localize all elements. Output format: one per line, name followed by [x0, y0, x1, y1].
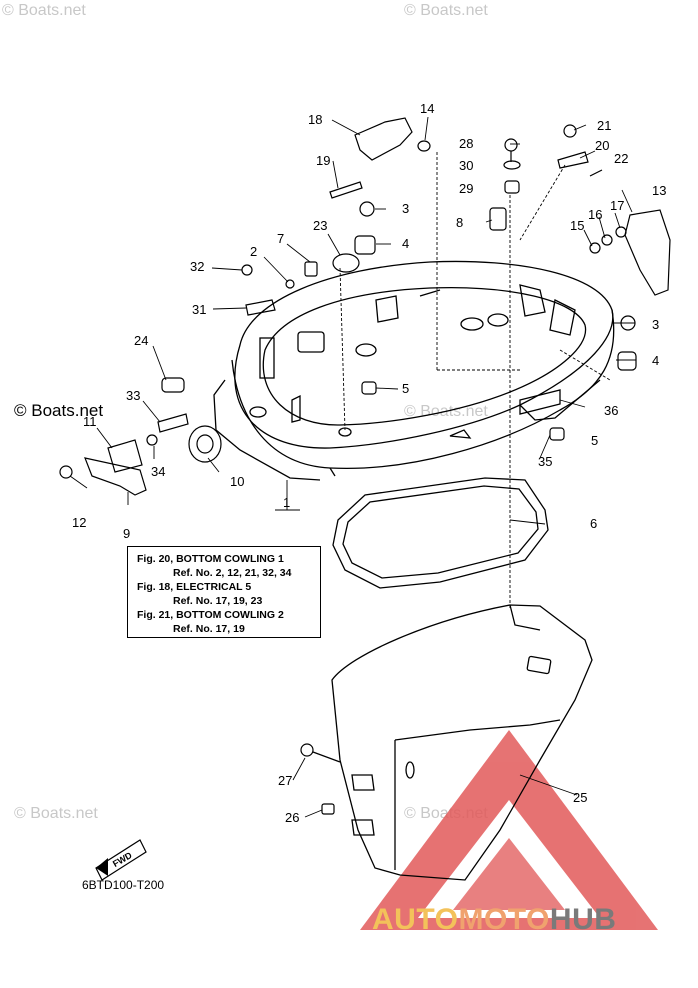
part-number-p21: 21 — [597, 118, 611, 133]
part-number-p4b: 4 — [652, 353, 659, 368]
bottom-cowling-body — [213, 260, 615, 481]
reference-box: Fig. 20, BOTTOM COWLING 1 Ref. No. 2, 12,… — [127, 546, 321, 638]
part-number-p25: 25 — [573, 790, 587, 805]
part-number-p26: 26 — [285, 810, 299, 825]
brand-part-moto: MOTO — [458, 903, 550, 936]
reference-line: Ref. No. 17, 19 — [173, 623, 245, 635]
leader-lines — [69, 116, 636, 818]
watermark-top-center: © Boats.net — [404, 2, 488, 19]
part-number-p16: 16 — [588, 207, 602, 222]
part-number-p35: 35 — [538, 454, 552, 469]
seal-gasket-6 — [332, 477, 549, 589]
reference-line: Ref. No. 2, 12, 21, 32, 34 — [173, 567, 292, 579]
part-number-p20: 20 — [595, 138, 609, 153]
part-number-p5b: 5 — [591, 433, 598, 448]
part-number-p23: 23 — [313, 218, 327, 233]
part-number-p24: 24 — [134, 333, 148, 348]
part-number-p9: 9 — [123, 526, 130, 541]
part-number-p19: 19 — [316, 153, 330, 168]
part-number-p11: 11 — [83, 414, 97, 429]
part-number-p36: 36 — [604, 403, 618, 418]
part-number-p31: 31 — [192, 302, 206, 317]
part-number-p13: 13 — [652, 183, 666, 198]
fwd-arrow-icon: FWD — [95, 839, 147, 881]
part-number-p6: 6 — [590, 516, 597, 531]
part-number-labels: 1233445567891011121314151617181920212223… — [72, 101, 666, 825]
part-number-p14: 14 — [420, 101, 434, 116]
reference-line: Ref. No. 17, 19, 23 — [173, 595, 263, 607]
part-number-p5a: 5 — [402, 381, 409, 396]
reference-line: Fig. 18, ELECTRICAL 5 — [137, 581, 252, 593]
part-number-p27: 27 — [278, 773, 292, 788]
reference-line: Fig. 21, BOTTOM COWLING 2 — [137, 609, 284, 621]
diagram-code: 6BTD100-T200 — [82, 878, 165, 892]
part-number-p7: 7 — [277, 231, 284, 246]
part-number-p12: 12 — [72, 515, 86, 530]
brand-triangle-logo — [360, 730, 658, 930]
part-number-p18: 18 — [308, 112, 322, 127]
part-number-p1: 1 — [283, 495, 290, 510]
part-number-p22: 22 — [614, 151, 628, 166]
part-number-p4a: 4 — [402, 236, 409, 251]
reference-line: Fig. 20, BOTTOM COWLING 1 — [137, 553, 284, 565]
part-number-p32: 32 — [190, 259, 204, 274]
lower-cover-25 — [331, 604, 593, 881]
brand-wordmark: AUTOMOTOHUB — [372, 903, 616, 937]
part-number-p34: 34 — [151, 464, 165, 479]
small-components — [59, 117, 671, 815]
part-number-p17: 17 — [610, 198, 624, 213]
part-number-p29: 29 — [459, 181, 473, 196]
brand-part-auto: AUTO — [372, 903, 459, 936]
part-number-p3a: 3 — [402, 201, 409, 216]
part-number-p15: 15 — [570, 218, 584, 233]
part-number-p33: 33 — [126, 388, 140, 403]
part-number-p30: 30 — [459, 158, 473, 173]
part-number-p2: 2 — [250, 244, 257, 259]
part-number-p3b: 3 — [652, 317, 659, 332]
part-number-p8: 8 — [456, 215, 463, 230]
watermark-top-left: © Boats.net — [2, 2, 86, 19]
watermark-bottom-left: © Boats.net — [14, 805, 98, 822]
part-number-p10: 10 — [230, 474, 244, 489]
watermark-left-mid: © Boats.net — [14, 401, 103, 420]
part-number-p28: 28 — [459, 136, 473, 151]
brand-part-hub: HUB — [549, 903, 617, 936]
